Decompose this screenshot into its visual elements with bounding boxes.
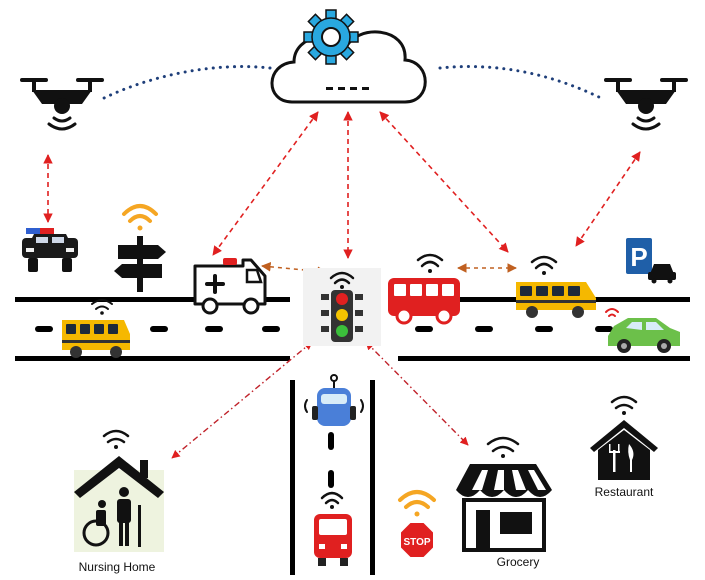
stop-sign-icon: STOP [398, 490, 436, 559]
wifi-icon [398, 490, 436, 517]
car-icon [605, 308, 680, 353]
v2v-links [261, 262, 517, 276]
wifi-icon [320, 491, 344, 509]
nursing-home-icon [74, 429, 164, 552]
link-cloud-drone-right [438, 65, 607, 102]
wifi-icon [122, 204, 158, 231]
stop-sign-text: STOP [403, 537, 430, 548]
parking-icon: P [626, 238, 676, 284]
school-bus-icon [62, 299, 130, 358]
wifi-icon [610, 395, 638, 415]
link-drone-school-bus [575, 151, 641, 247]
wifi-icon [91, 299, 113, 315]
wifi-icon [102, 429, 130, 449]
link-light-nursing [171, 341, 313, 459]
drone-icon [20, 78, 104, 131]
police-car-icon [22, 228, 78, 272]
link-cloud-school-bus [379, 111, 509, 253]
wifi-icon [530, 255, 558, 275]
link-cloud-drone-left [98, 65, 272, 102]
school-bus-icon [516, 255, 596, 318]
link-cloud-ambulance [212, 111, 319, 256]
wifi-icon [605, 308, 619, 317]
lane-dashes [35, 326, 613, 488]
bus-icon [388, 253, 460, 325]
restaurant-icon [590, 395, 658, 480]
ambulance-icon [193, 258, 267, 315]
dashdot-links [171, 341, 469, 459]
drone-icon [604, 78, 688, 131]
wifi-icon [416, 253, 444, 273]
restaurant-label: Restaurant [595, 485, 654, 499]
road-sign-icon [114, 204, 166, 292]
cloud-gear-icon [270, 9, 427, 104]
cloud-links [43, 111, 641, 259]
drone-links [98, 65, 607, 102]
grocery-label: Grocery [497, 555, 540, 569]
gear-icon [303, 9, 359, 65]
bus-icon [314, 491, 352, 566]
car-icon [304, 374, 364, 426]
traffic-light-icon [303, 268, 381, 346]
parking-sign-letter: P [630, 242, 647, 272]
wifi-icon [329, 271, 355, 289]
link-light-grocery [365, 341, 469, 446]
nursing-home-label: Nursing Home [79, 560, 156, 574]
wifi-icon [486, 436, 520, 458]
grocery-store-icon [456, 436, 552, 552]
link-ambulance-light [261, 262, 327, 276]
